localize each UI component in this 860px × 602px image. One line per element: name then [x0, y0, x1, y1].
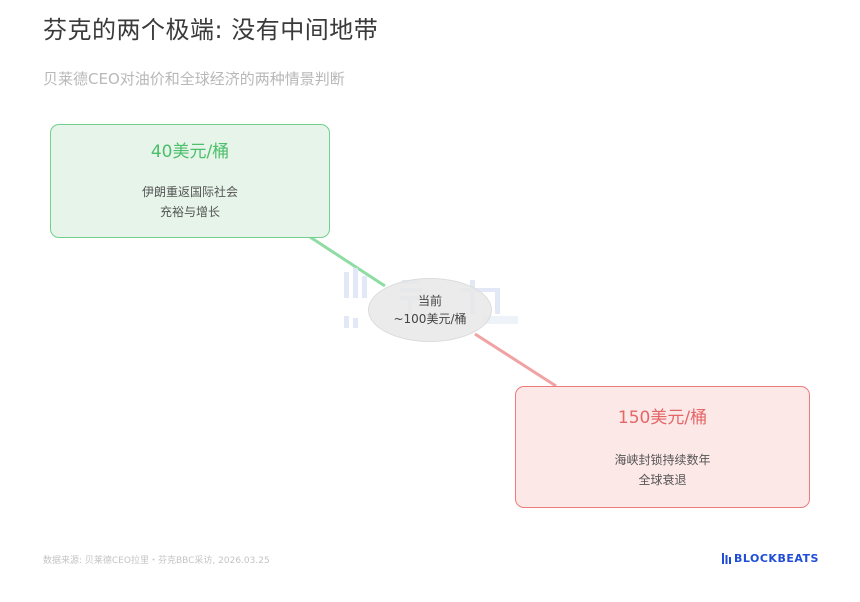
scenario-high-box: 150美元/桶 海峡封锁持续数年 全球衰退	[515, 386, 810, 508]
scenario-low-desc-line2: 充裕与增长	[159, 205, 220, 219]
blockbeats-logo-icon	[722, 553, 731, 564]
scenario-high-price: 150美元/桶	[617, 408, 708, 428]
scenario-high-desc-line1: 海峡封锁持续数年	[614, 453, 711, 467]
brand-logo: BLOCKBEATS	[722, 552, 819, 565]
scenario-low-box: 40美元/桶 伊朗重返国际社会 充裕与增长	[50, 124, 330, 238]
current-price-node: 当前 ~100美元/桶	[368, 278, 492, 342]
page-subtitle: 贝莱德CEO对油价和全球经济的两种情景判断	[43, 70, 345, 88]
data-source: 数据来源: 贝莱德CEO拉里・芬克BBC采访, 2026.03.25	[43, 556, 270, 566]
scenario-low-price: 40美元/桶	[150, 142, 230, 162]
page-title: 芬克的两个极端: 没有中间地带	[43, 16, 379, 44]
scenario-low-desc: 伊朗重返国际社会 充裕与增长	[51, 182, 329, 222]
connector-high	[474, 332, 557, 388]
current-label: 当前	[417, 294, 442, 308]
brand-name: BLOCKBEATS	[734, 552, 819, 565]
connector-low	[309, 235, 386, 288]
scenario-high-desc: 海峡封锁持续数年 全球衰退	[516, 450, 809, 490]
scenario-high-desc-line2: 全球衰退	[638, 473, 687, 487]
current-price: ~100美元/桶	[393, 312, 467, 326]
scenario-low-desc-line1: 伊朗重返国际社会	[141, 185, 238, 199]
